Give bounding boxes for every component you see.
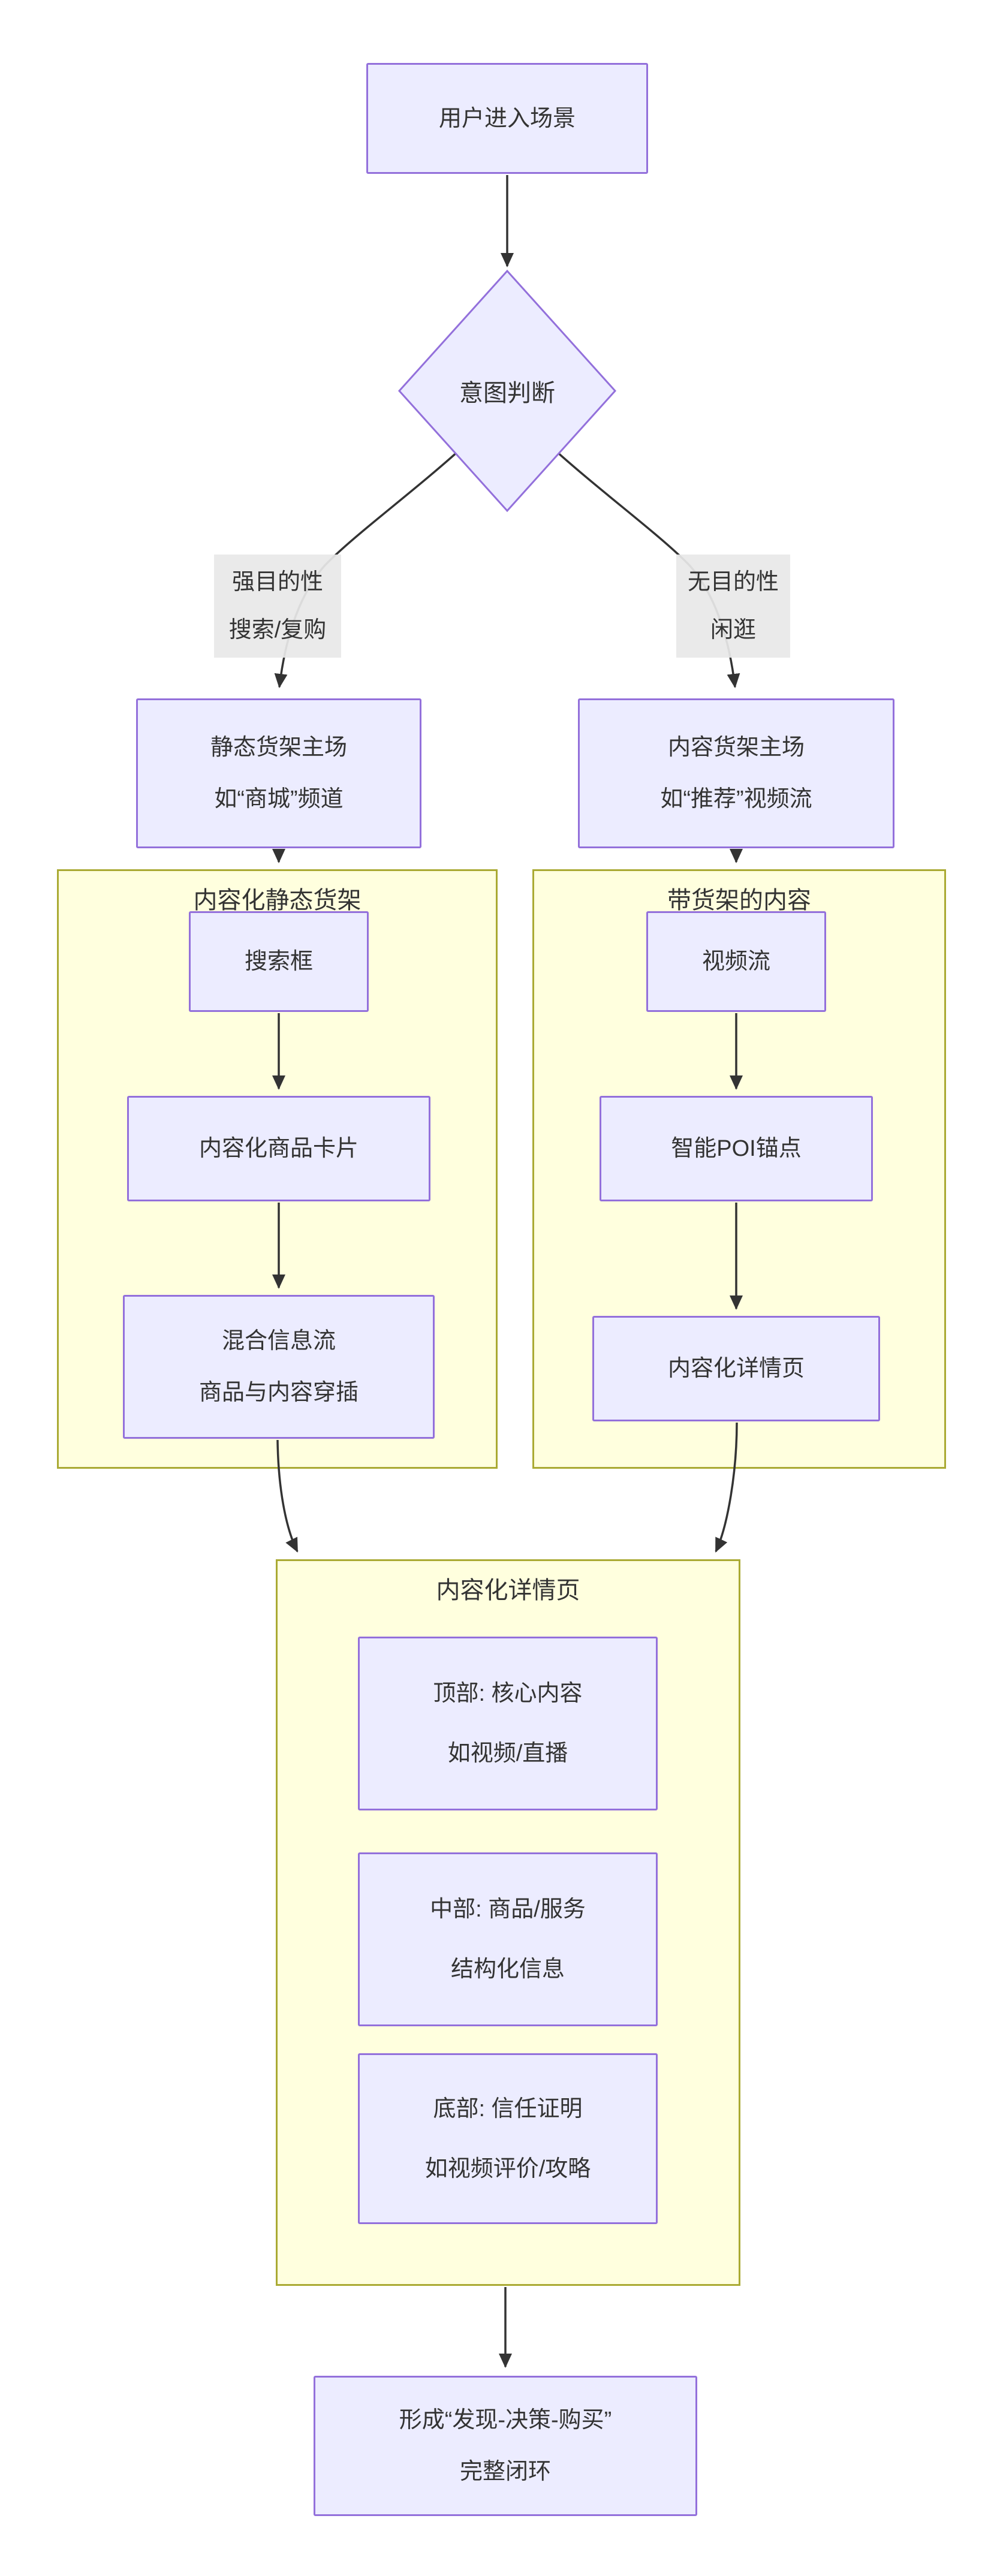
subgraph-title-contentized-detail-page: 内容化详情页 bbox=[436, 1577, 580, 1604]
node-static-shelf-home: 静态货架主场 如“商城”频道 bbox=[136, 698, 421, 848]
node-detail-bottom: 底部: 信任证明 如视频评价/攻略 bbox=[358, 2053, 658, 2224]
node-detail-top: 顶部: 核心内容 如视频/直播 bbox=[358, 1637, 658, 1810]
node-video-feed: 视频流 bbox=[646, 911, 826, 1012]
subgraph-title-contentized-static-shelf: 内容化静态货架 bbox=[193, 887, 362, 914]
node-mixed-feed: 混合信息流 商品与内容穿插 bbox=[123, 1295, 435, 1439]
node-content-product-card: 内容化商品卡片 bbox=[127, 1096, 430, 1201]
edge-label-purposeful: 强目的性 搜索/复购 bbox=[214, 555, 341, 658]
node-smart-poi-anchor: 智能POI锚点 bbox=[600, 1096, 873, 1201]
node-user-enter: 用户进入场景 bbox=[366, 63, 648, 174]
edge-label-aimless: 无目的性 闲逛 bbox=[676, 555, 790, 658]
node-content-detail-entry: 内容化详情页 bbox=[592, 1316, 880, 1421]
edge-sg1-to-sg3 bbox=[276, 1439, 299, 1553]
node-intent-judge: 意图判断 bbox=[459, 380, 555, 406]
decision-diamond-shape bbox=[397, 269, 617, 513]
node-detail-middle: 中部: 商品/服务 结构化信息 bbox=[358, 1852, 658, 2026]
node-search-box: 搜索框 bbox=[189, 911, 369, 1012]
node-closed-loop: 形成“发现-决策-购买” 完整闭环 bbox=[314, 2376, 697, 2516]
edge-sg2-to-sg3 bbox=[715, 1422, 738, 1553]
subgraph-title-content-with-shelf: 带货架的内容 bbox=[667, 887, 811, 914]
node-content-shelf-home: 内容货架主场 如“推荐”视频流 bbox=[578, 698, 894, 848]
